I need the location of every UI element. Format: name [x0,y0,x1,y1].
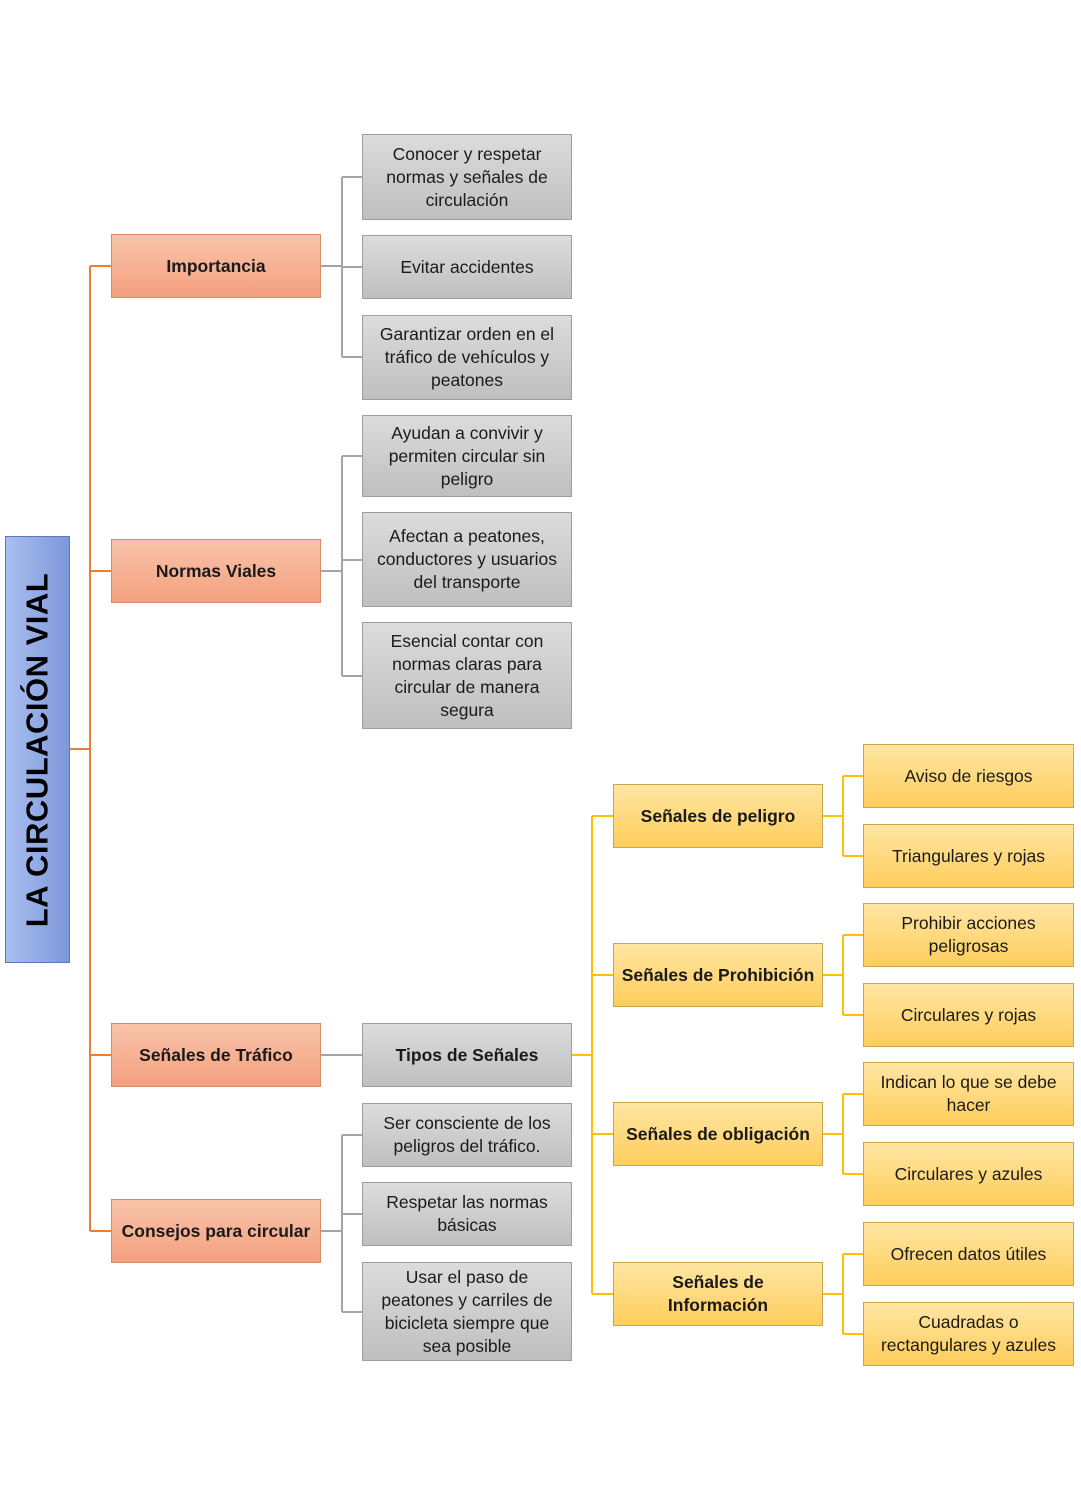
root-node: LA CIRCULACIÓN VIAL [5,536,70,963]
importancia-item: Conocer y respetar normas y señales de c… [362,134,572,220]
informacion-item: Ofrecen datos útiles [863,1222,1074,1286]
importancia-item: Evitar accidentes [362,235,572,299]
importancia-item: Garantizar orden en el tráfico de vehícu… [362,315,572,400]
obligacion-item: Indican lo que se debe hacer [863,1062,1074,1126]
consejos-item: Usar el paso de peatones y carriles de b… [362,1262,572,1361]
normas-item: Ayudan a convivir y permiten circular si… [362,415,572,497]
root-title: LA CIRCULACIÓN VIAL [19,572,55,927]
node-consejos: Consejos para circular [111,1199,321,1263]
obligacion-item: Circulares y azules [863,1142,1074,1206]
node-senales-trafico: Señales de Tráfico [111,1023,321,1087]
prohibicion-item: Circulares y rojas [863,983,1074,1047]
prohibicion-item: Prohibir acciones peligrosas [863,903,1074,967]
informacion-item: Cuadradas o rectangulares y azules [863,1302,1074,1366]
node-importancia: Importancia [111,234,321,298]
normas-item: Afectan a peatones, conductores y usuari… [362,512,572,607]
node-senales-peligro: Señales de peligro [613,784,823,848]
node-tipos-senales: Tipos de Señales [362,1023,572,1087]
peligro-item: Triangulares y rojas [863,824,1074,888]
node-senales-prohibicion: Señales de Prohibición [613,943,823,1007]
consejos-item: Ser consciente de los peligros del tráfi… [362,1103,572,1167]
consejos-item: Respetar las normas básicas [362,1182,572,1246]
node-senales-informacion: Señales de Información [613,1262,823,1326]
peligro-item: Aviso de riesgos [863,744,1074,808]
node-normas-viales: Normas Viales [111,539,321,603]
node-senales-obligacion: Señales de obligación [613,1102,823,1166]
normas-item: Esencial contar con normas claras para c… [362,622,572,729]
